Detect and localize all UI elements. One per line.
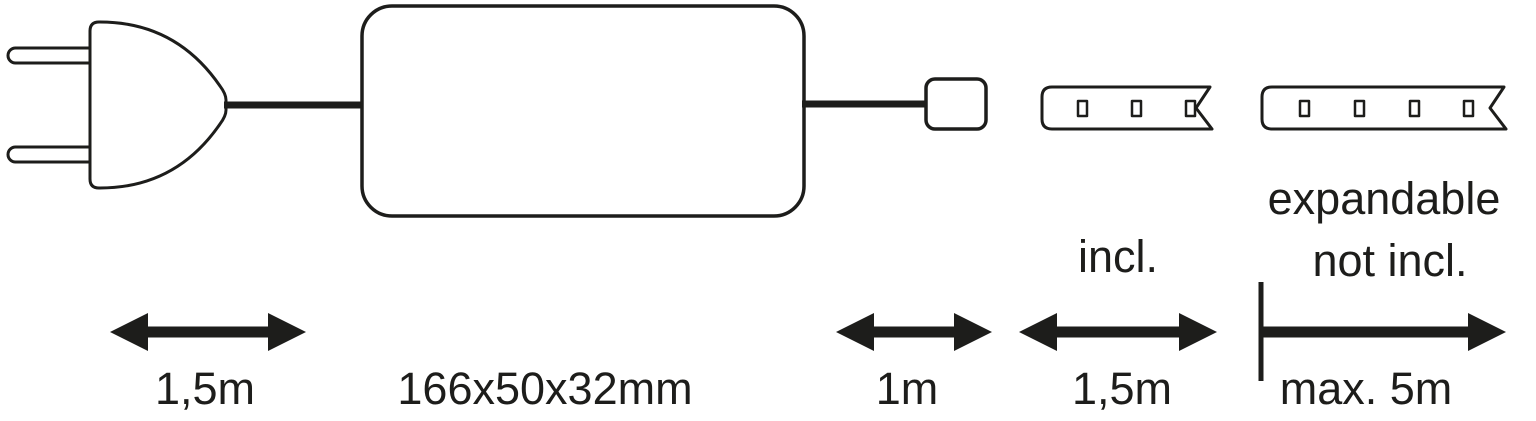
strip-included-length-label: 1,5m bbox=[1072, 363, 1172, 414]
driver-box bbox=[360, 4, 806, 218]
plug-cable-length-label: 1,5m bbox=[155, 363, 255, 414]
led-strip-body bbox=[1260, 85, 1508, 131]
led-chip bbox=[1298, 99, 1311, 118]
strip-connector bbox=[924, 77, 988, 131]
led-chip bbox=[1130, 99, 1143, 118]
led-strip-body bbox=[1040, 85, 1214, 131]
strip-expandable-status-line1: expandable bbox=[1268, 173, 1501, 224]
dimension-arrow-connector-cable bbox=[836, 313, 992, 351]
dimension-arrow-strip-expandable bbox=[1262, 313, 1506, 351]
dimension-arrow-plug-cable bbox=[110, 313, 306, 351]
led-strip-expandable-icon bbox=[1260, 85, 1508, 131]
dimension-arrow-strip-included bbox=[1019, 313, 1217, 351]
plug-body bbox=[88, 20, 228, 190]
led-chip bbox=[1076, 99, 1089, 118]
led-chip bbox=[1462, 99, 1475, 118]
led-chip bbox=[1353, 99, 1366, 118]
led-chip bbox=[1408, 99, 1421, 118]
power-plug-icon bbox=[6, 20, 228, 190]
driver-box-size-label: 166x50x32mm bbox=[397, 363, 692, 414]
led-chip bbox=[1184, 99, 1197, 118]
led-strip-included-icon bbox=[1040, 85, 1214, 131]
plug-pin-top bbox=[6, 46, 100, 65]
strip-included-status-label: incl. bbox=[1078, 231, 1158, 282]
strip-expandable-status-line2: not incl. bbox=[1312, 235, 1467, 286]
connector-cable-length-label: 1m bbox=[876, 363, 939, 414]
strip-expandable-length-label: max. 5m bbox=[1280, 363, 1453, 414]
plug-pin-bottom bbox=[6, 145, 100, 164]
